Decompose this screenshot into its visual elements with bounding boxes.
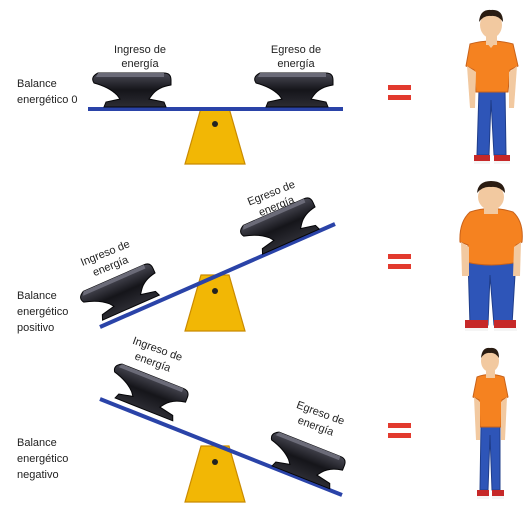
fulcrum-icon [184,274,246,332]
balance-beam [99,222,336,329]
row-label-line: Balance [17,78,57,90]
input-anvil-icon [104,361,191,424]
equals-sign [388,254,411,269]
equals-sign [388,423,411,438]
row-label-line: Balance [17,290,57,302]
row-label-line: energético [17,306,68,318]
input-label: Ingreso de [114,44,166,56]
row-label-line: negativo [17,469,59,481]
row-label-line: Balance [17,437,57,449]
row-label-line: positivo [17,322,54,334]
row-balance-negative: Balance energético negativo Ingreso de e… [17,335,411,503]
balance-beam [99,397,343,497]
row-label-line: energético 0 [17,94,78,106]
output-anvil-icon [254,72,334,108]
person-overweight-icon [459,181,523,331]
fulcrum-icon [184,107,246,165]
input-anvil-icon [77,261,165,326]
input-label: energía [121,58,159,70]
input-anvil-icon [92,72,172,108]
person-thin-icon [472,347,509,499]
output-label: energía [277,58,315,70]
output-label: Egreso de [271,44,321,56]
row-label-line: energético [17,453,68,465]
row-balance-positive: Balance energético positivo Ingreso de e… [17,179,411,334]
person-normal-icon [465,9,519,164]
equals-sign [388,85,411,100]
row-balance-zero: Balance energético 0 Ingreso de energía … [17,44,411,165]
